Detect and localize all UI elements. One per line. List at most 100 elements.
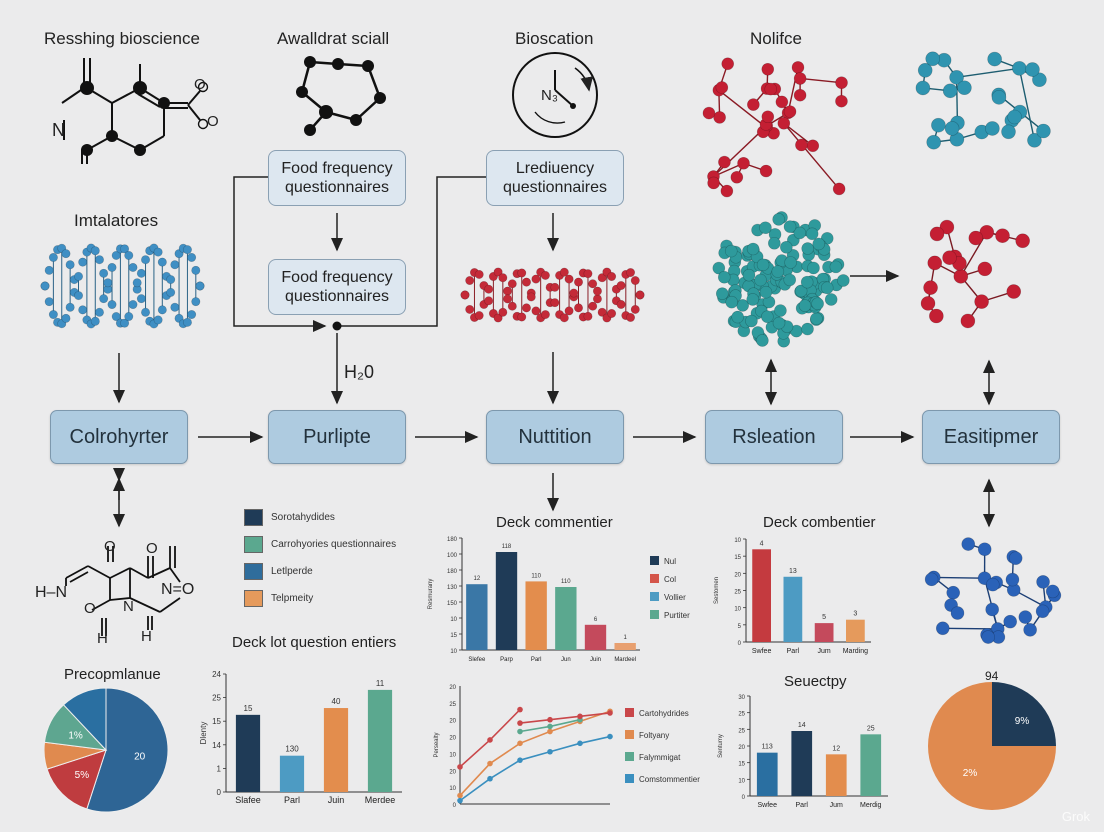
- nanoparticle-bead: [811, 297, 824, 311]
- title-imtalatores: Imtalatores: [74, 211, 159, 230]
- nanoparticle-bead: [768, 236, 781, 250]
- helix-bead: [187, 252, 197, 262]
- series-point: [517, 720, 523, 726]
- atom: [832, 182, 846, 196]
- bar-value-label: 25: [867, 725, 875, 732]
- atom: [926, 134, 942, 150]
- atom: [1008, 551, 1023, 565]
- bar-center-title: Deck commentier: [496, 514, 613, 531]
- structural-formula-bottom: [65, 546, 181, 636]
- bar-value-label: 11: [376, 679, 385, 688]
- helix-bead: [592, 286, 602, 296]
- helix-bead: [498, 273, 508, 283]
- legend-swatch: [244, 536, 263, 553]
- series-point: [457, 764, 463, 770]
- questionnaire-box-1: Food frequency questionnaires: [268, 150, 406, 206]
- helix-bead: [521, 277, 531, 287]
- y-tick-label: 10: [449, 752, 456, 758]
- legend-label: Cartohydrides: [639, 709, 689, 718]
- nanoparticle-bead: [824, 293, 838, 306]
- atom: [783, 105, 797, 118]
- helix-bead: [465, 276, 475, 286]
- y-tick-label: 25: [212, 694, 221, 703]
- y-tick-label: 20: [449, 685, 456, 691]
- nanoparticle-bead: [746, 293, 760, 306]
- legend-swatch: [244, 509, 263, 526]
- y-tick-label: 0: [742, 795, 746, 801]
- bar: [860, 734, 882, 796]
- atom: [929, 308, 944, 324]
- atom-label-h1: H: [97, 630, 108, 647]
- helix-bead: [503, 294, 513, 304]
- helix-bead: [90, 246, 100, 256]
- bar: [791, 731, 813, 796]
- helix-bead: [128, 262, 138, 272]
- legend-swatch: [625, 752, 634, 761]
- y-tick-label: 10: [734, 538, 741, 544]
- atom: [985, 602, 999, 617]
- y-tick-label: 25: [738, 728, 745, 734]
- nanoparticle-bead: [731, 310, 744, 324]
- nanoparticle-bead: [798, 299, 812, 312]
- atom: [1045, 584, 1060, 599]
- nanoparticle-bead: [836, 274, 850, 287]
- atom: [1012, 61, 1027, 76]
- atom: [974, 294, 989, 309]
- bar: [756, 752, 778, 796]
- helix-bead: [191, 297, 201, 307]
- helix-bead: [107, 300, 117, 310]
- bar-value-label: 118: [502, 544, 512, 550]
- atom: [1036, 123, 1051, 139]
- legend-swatch: [625, 774, 634, 783]
- nanoparticle-bead: [725, 295, 738, 309]
- x-tick-label: Parp: [500, 657, 513, 663]
- y-tick-label: 20: [449, 736, 456, 742]
- helix-bead: [630, 276, 640, 286]
- bar: [825, 754, 847, 796]
- series-point: [517, 740, 523, 747]
- bar-value-label: 3: [853, 611, 857, 618]
- x-tick-label: Jun: [561, 657, 571, 663]
- series-line: [519, 712, 611, 724]
- x-tick-label: Swfee: [758, 802, 778, 809]
- helix-bead: [78, 257, 88, 267]
- atom: [1005, 572, 1020, 587]
- atom: [1027, 132, 1042, 148]
- series-point: [457, 792, 463, 799]
- legend-swatch: [650, 574, 659, 583]
- y-tick-label: 10: [450, 617, 457, 623]
- atom: [981, 630, 995, 644]
- x-tick-label: Jum: [830, 802, 843, 809]
- bar-value-label: 12: [832, 745, 840, 752]
- series-point: [487, 775, 493, 782]
- legend-label: Nul: [664, 557, 676, 566]
- helix-bead: [592, 294, 602, 304]
- x-tick-label: Slefee: [468, 657, 486, 663]
- blue-dna-helix: [40, 243, 205, 329]
- series-line: [459, 710, 611, 797]
- helix-bead: [132, 278, 142, 288]
- helix-bead: [484, 284, 494, 294]
- legend-swatch: [244, 563, 263, 580]
- questionnaire-box-3: Lrediuency questionnaires: [486, 150, 624, 206]
- pie-slice: [992, 682, 1056, 746]
- legend-item: Telpmeity: [244, 590, 313, 607]
- x-tick-label: Juin: [328, 795, 345, 805]
- helix-bead: [44, 265, 54, 275]
- helix-bead: [569, 288, 579, 298]
- y-tick-label: 25: [734, 590, 741, 596]
- helix-bead: [61, 249, 71, 259]
- bar: [555, 587, 577, 650]
- legend-swatch: [625, 730, 634, 739]
- bar: [584, 624, 607, 650]
- bar: [846, 619, 865, 642]
- atom-label-h2: H: [141, 628, 152, 645]
- helix-bead: [635, 290, 645, 300]
- title-bioscation: Bioscation: [515, 29, 594, 48]
- y-tick-label: 180: [447, 537, 458, 543]
- helix-bead: [564, 274, 574, 284]
- y-axis-label: Dlenty: [199, 722, 208, 745]
- helix-bead: [540, 270, 550, 280]
- helix-bead: [607, 308, 617, 318]
- x-tick-label: Parl: [284, 795, 300, 805]
